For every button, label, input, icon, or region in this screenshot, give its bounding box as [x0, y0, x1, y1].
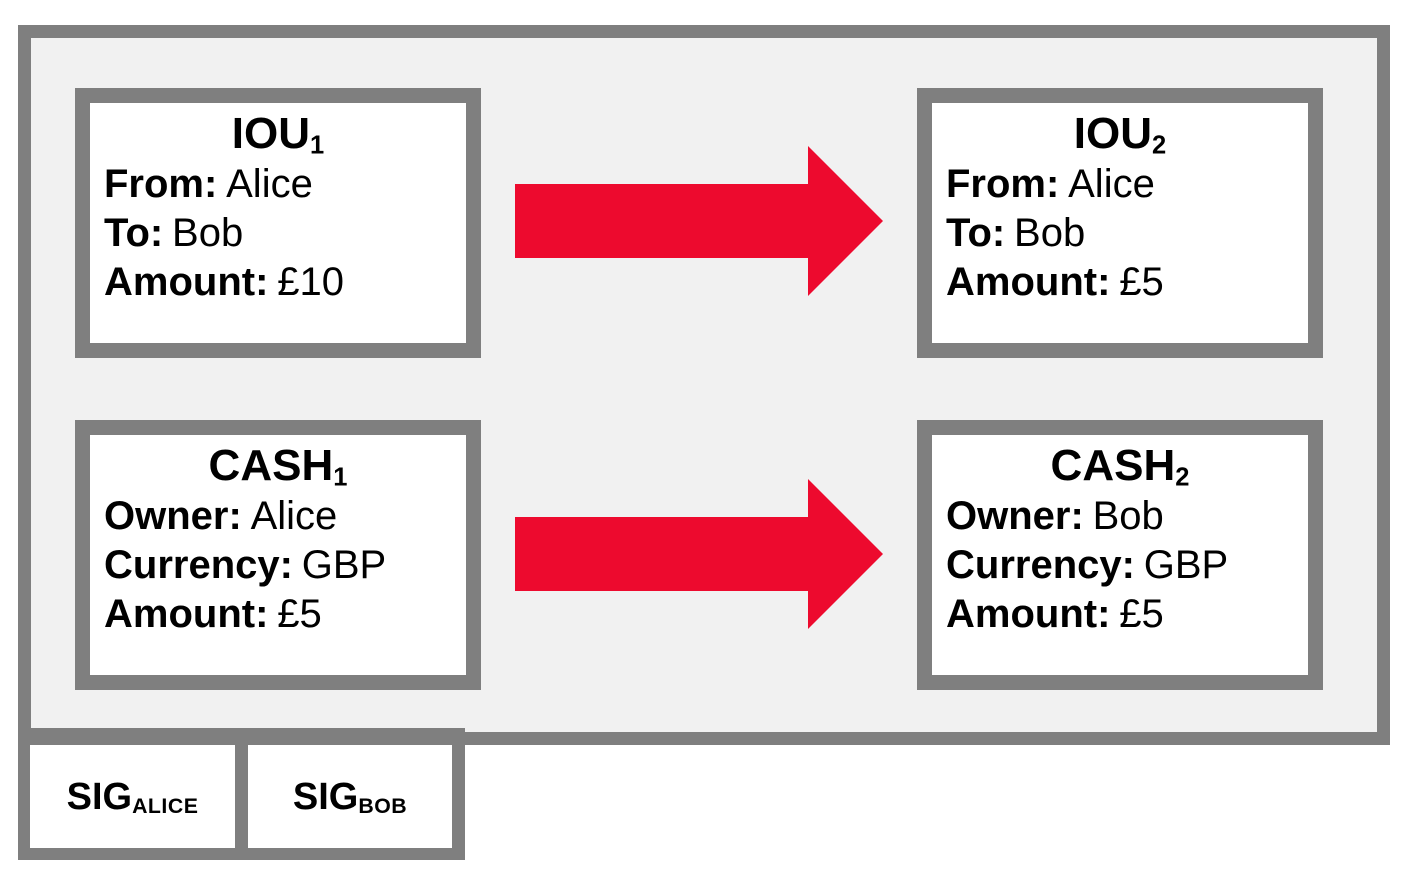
state-box-iou2: IOU2 From:Alice To:Bob Amount:£5 — [917, 88, 1323, 358]
state-field: Owner:Alice — [104, 494, 338, 538]
state-field: To:Bob — [946, 211, 1086, 255]
state-field: Owner:Bob — [946, 494, 1164, 538]
state-box-iou1: IOU1 From:Alice To:Bob Amount:£10 — [75, 88, 481, 358]
state-field: From:Alice — [104, 162, 313, 206]
state-field: Currency:GBP — [104, 543, 387, 587]
state-field: To:Bob — [104, 211, 244, 255]
state-box-cash2: CASH2 Owner:Bob Currency:GBP Amount:£5 — [917, 420, 1323, 690]
signature-box-alice: SIGALICE — [30, 745, 235, 848]
state-field: Amount:£5 — [946, 592, 1164, 636]
state-box-cash1: CASH1 Owner:Alice Currency:GBP Amount:£5 — [75, 420, 481, 690]
signatures-strip: SIGALICE SIGBOB — [18, 728, 465, 860]
signature-label-bob: SIGBOB — [292, 775, 408, 818]
state-title-iou1: IOU1 — [231, 109, 325, 160]
signature-box-bob: SIGBOB — [248, 745, 452, 848]
state-title-cash1: CASH1 — [208, 441, 348, 492]
state-title-subscript: 1 — [333, 463, 348, 492]
state-title-subscript: 2 — [1175, 463, 1190, 492]
signature-label-alice: SIGALICE — [66, 775, 199, 818]
signature-subscript: ALICE — [132, 793, 199, 818]
state-field: Amount:£5 — [104, 592, 322, 636]
arrow-right-icon — [515, 146, 883, 296]
signature-subscript: BOB — [358, 793, 408, 818]
arrow-right-icon — [515, 479, 883, 629]
state-field: Amount:£5 — [946, 260, 1164, 304]
state-field: Currency:GBP — [946, 543, 1229, 587]
state-title-subscript: 1 — [310, 131, 325, 160]
state-title-cash2: CASH2 — [1050, 441, 1190, 492]
state-title-iou2: IOU2 — [1073, 109, 1167, 160]
state-title-subscript: 2 — [1152, 131, 1167, 160]
state-field: From:Alice — [946, 162, 1155, 206]
state-field: Amount:£10 — [104, 260, 344, 304]
